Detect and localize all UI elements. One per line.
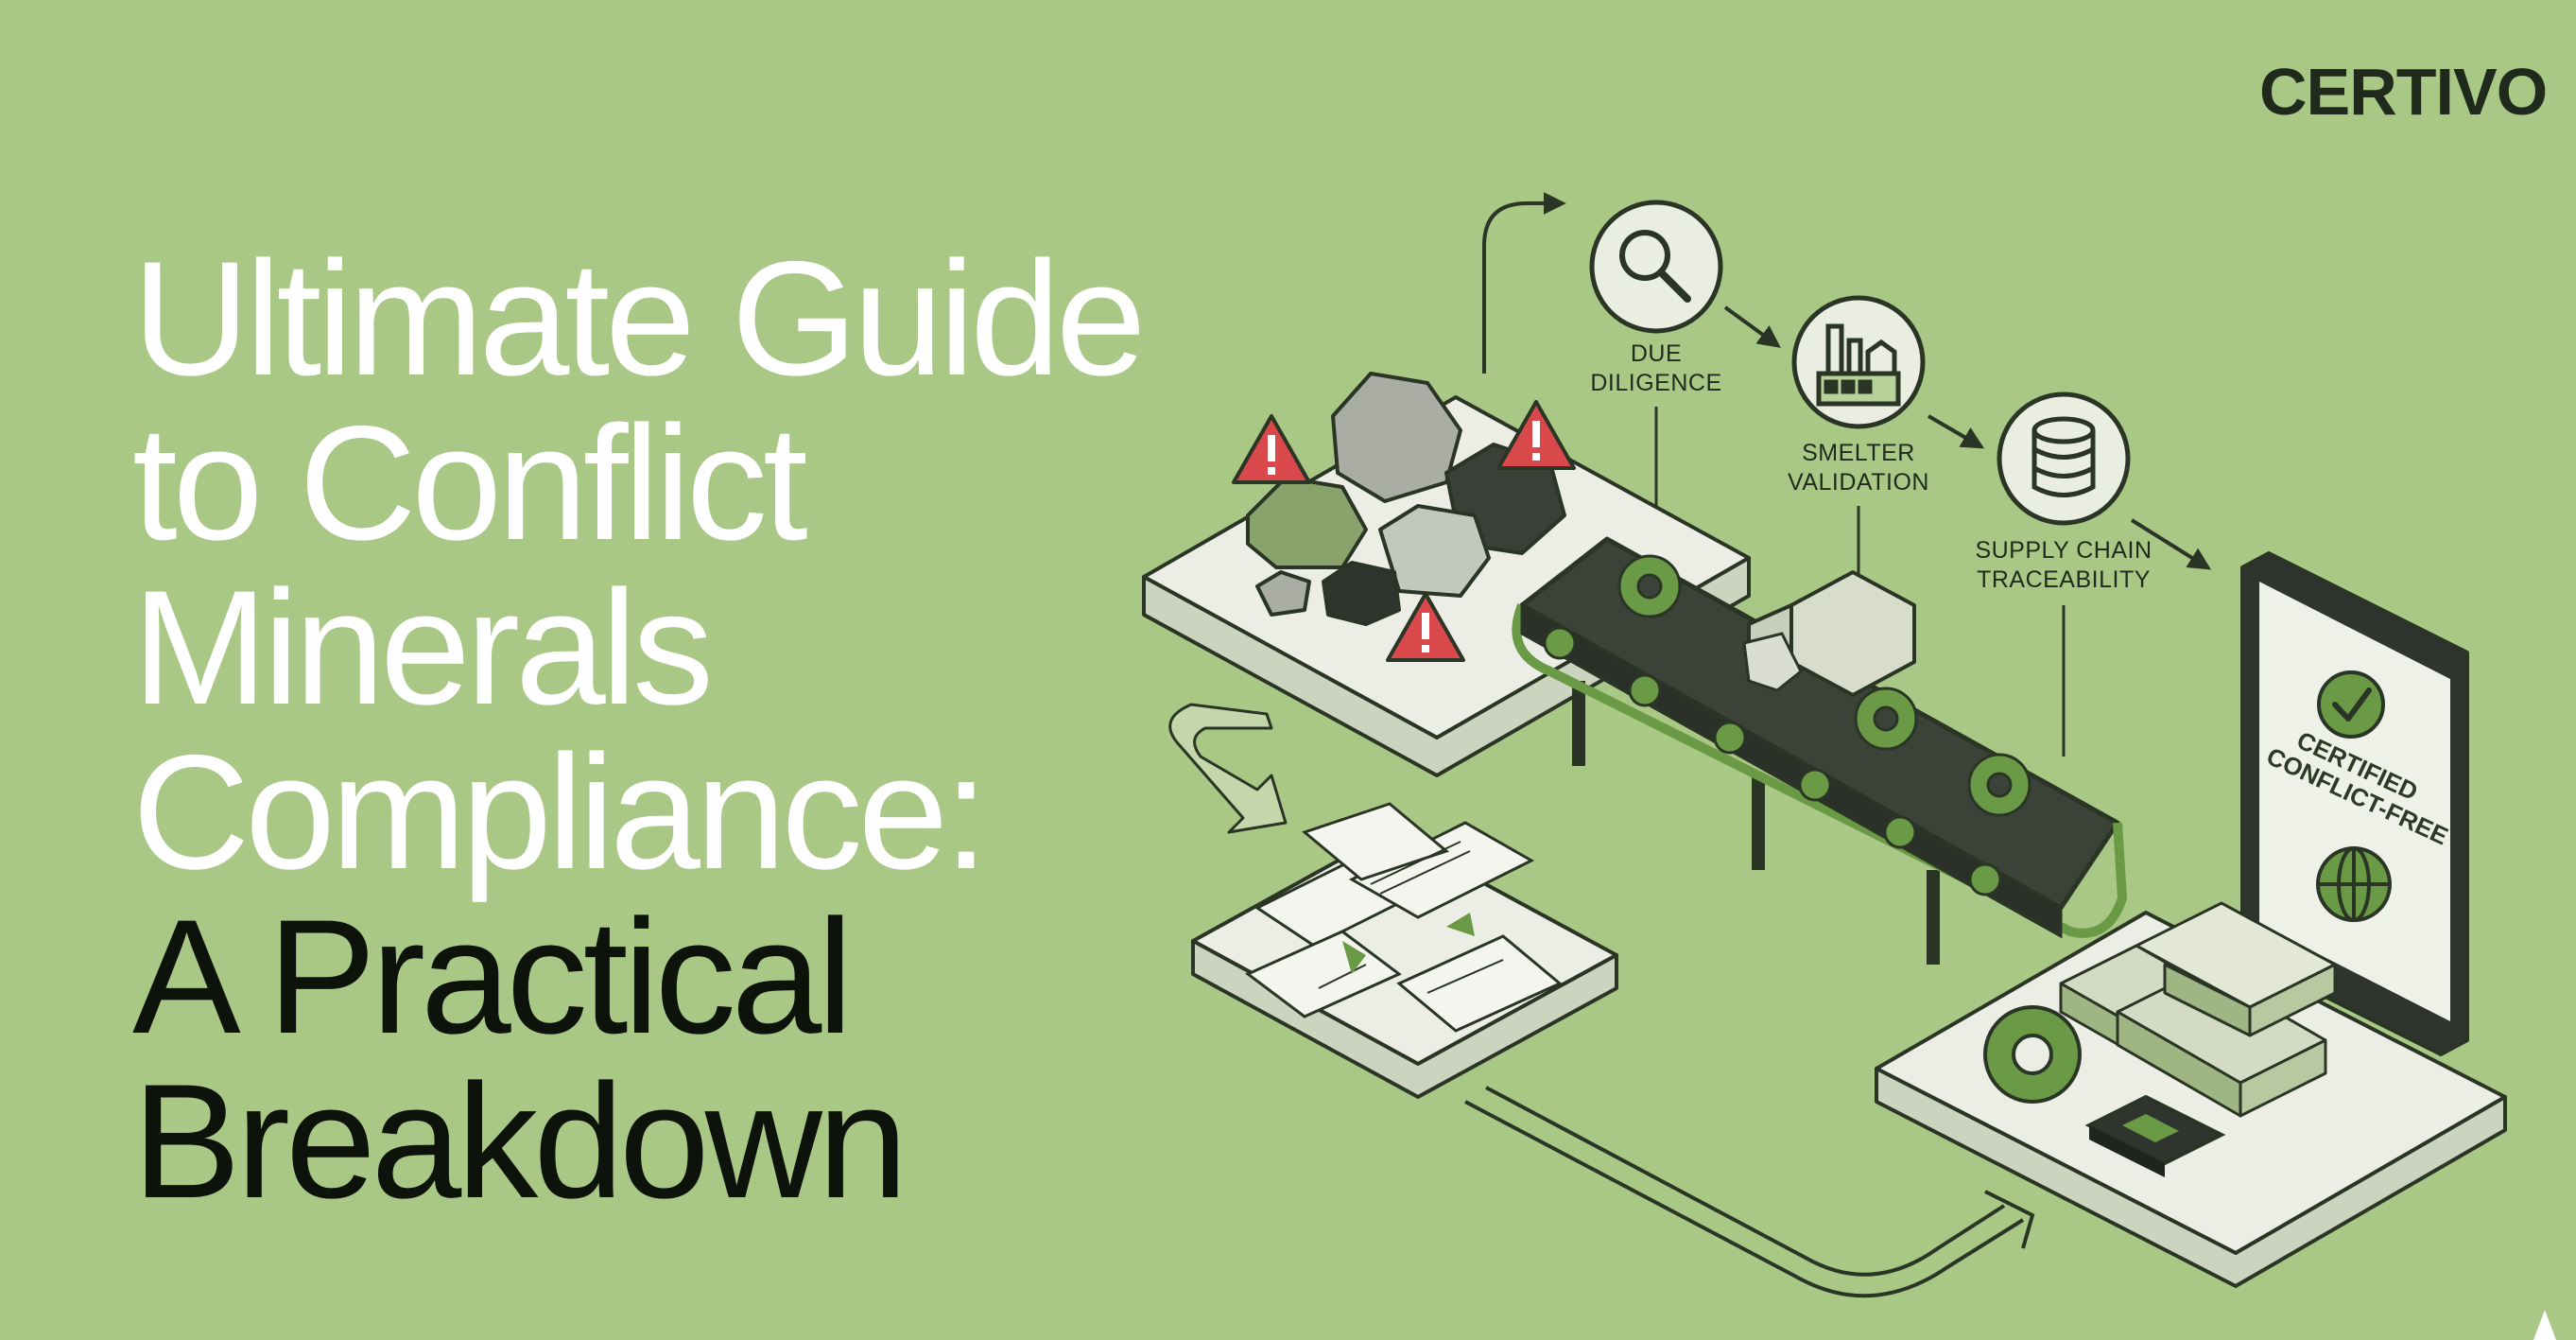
flow-arrow — [1927, 414, 1985, 449]
headline: Ultimate Guide to Conflict Minerals Comp… — [132, 228, 1147, 1232]
document-page — [1245, 802, 1563, 1033]
step-supply-chain-traceability: SUPPLY CHAIN TRACEABILITY — [1975, 392, 2152, 757]
documents-pile — [1191, 802, 1618, 1099]
headline-line: Compliance: — [132, 722, 989, 903]
flow-arrow — [1723, 305, 1781, 348]
sparkle-icon — [2533, 1310, 2556, 1340]
step-smelter-validation: SMELTER VALIDATION — [1788, 295, 1929, 586]
metal-bars — [2059, 901, 2337, 1118]
conveyor-belt — [1512, 536, 2128, 965]
headline-subline: Breakdown — [132, 1051, 908, 1232]
step-label: DILIGENCE — [1590, 370, 1721, 396]
headline-line: Ultimate Guide — [132, 228, 1147, 409]
step-label: SMELTER — [1802, 440, 1915, 466]
step-label: VALIDATION — [1788, 469, 1929, 496]
gear-icon — [1543, 554, 2031, 896]
tablet-device: CERTIFIED CONFLICT-FREE — [2240, 551, 2469, 1056]
step-due-diligence: DUE DILIGENCE — [1589, 200, 1723, 558]
brand-logo: CERTIVO — [2259, 55, 2548, 129]
step-label: TRACEABILITY — [1977, 566, 2151, 593]
warning-icon — [1496, 400, 1576, 470]
raw-ore-platform — [1142, 372, 1751, 777]
magnifier-icon — [1619, 230, 1691, 303]
globe-icon — [2316, 846, 2392, 922]
headline-line: to Conflict — [132, 392, 808, 574]
ore-rocks — [1246, 372, 1566, 626]
headline-subline: A Practical — [132, 886, 854, 1068]
factory-icon — [1816, 323, 1901, 407]
database-icon — [2031, 416, 2096, 497]
flow-arrows — [1482, 192, 2212, 570]
scanner-box — [1742, 570, 1916, 697]
flow-arrow — [1464, 1086, 2035, 1298]
flow-arrow — [2130, 518, 2212, 570]
step-label: SUPPLY CHAIN — [1975, 537, 2152, 564]
warning-icon — [1232, 414, 1311, 484]
step-label: DUE — [1631, 340, 1682, 367]
microchip-icon — [2084, 1094, 2226, 1177]
checkmark-badge-icon — [2317, 670, 2385, 739]
headline-line: Minerals — [132, 557, 714, 739]
flow-arrow — [1168, 703, 1288, 834]
flow-arrow — [1482, 192, 1566, 374]
gear-icon — [1983, 1005, 2082, 1104]
warning-icon — [1386, 592, 1465, 662]
